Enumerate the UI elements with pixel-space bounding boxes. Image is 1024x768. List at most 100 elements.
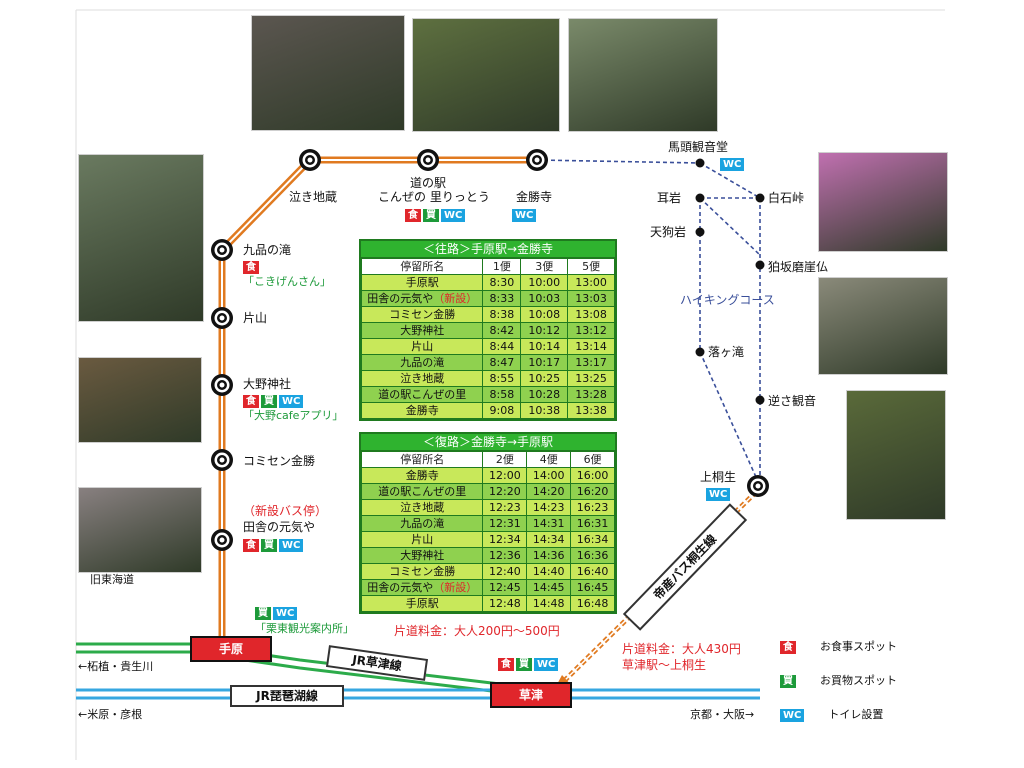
hiking-node [755,260,765,270]
timetable-time: 12:23 [482,499,528,516]
food-badge: 食 [243,261,259,274]
timetable-time: 14:40 [526,563,572,580]
temple-gate-path-photo [412,18,560,132]
timetable-time: 13:14 [567,338,615,355]
stop-label-comisen: コミセン金勝 [243,454,316,468]
bato-badges: WC [720,156,746,171]
timetable-header-cell: 停留所名 [360,258,484,275]
timetable-time: 14:48 [526,595,572,612]
node-label-sasaka: 狛坂磨崖仏 [768,260,829,274]
wc-badge: WC [534,658,559,671]
hiking-course-label: ハイキングコース [680,293,775,307]
timetable-stop-name: 田舎の元気や（新設） [360,579,484,596]
shop-badge: 買 [516,658,532,671]
node-label-ochigataki: 落ヶ滝 [708,345,745,359]
fare-teisan-bus: 片道料金：大人430円 [622,642,741,656]
timetable-time: 13:25 [567,370,615,387]
timetable-header-cell: 6便 [570,451,615,468]
timetable-stop-name: 道の駅こんぜの里 [360,386,484,403]
timetable-time: 12:45 [482,579,528,596]
shop-badge: 買 [780,675,796,688]
ohno-cafe-name: 「大野cafeアプリ」 [243,409,344,422]
timetable-stop-name: コミセン金勝 [360,306,484,323]
timetable-time: 16:40 [570,563,615,580]
node-label-bato: 馬頭観音堂 [668,140,729,154]
shop-badge: 買 [423,209,439,222]
timetable-time: 10:08 [520,306,569,323]
food-badge: 食 [780,641,796,654]
timetable-stop-name: 泣き地蔵 [360,370,484,387]
timetable-time: 13:28 [567,386,615,403]
wc-badge: WC [706,488,731,501]
timetable-time: 8:33 [482,290,522,307]
timetable-time: 14:20 [526,483,572,500]
timetable-time: 12:20 [482,483,528,500]
azalea-photo [818,152,948,252]
bus-stop-marker [219,247,225,253]
stop-label-konshoji: 金勝寺 [516,190,553,204]
waterfall-photo [78,154,204,322]
kamikiryu-badges: WC [706,486,732,501]
hiking-node [695,347,705,357]
node-label-kamikiryu: 上桐生 [700,470,737,484]
timetable-time: 14:36 [526,547,572,564]
timetable-time: 14:23 [526,499,572,516]
legend-text: お買物スポット [820,674,897,687]
timetable-time: 12:34 [482,531,528,548]
shop-badge: 買 [261,539,277,552]
timetable-time: 16:23 [570,499,615,516]
stop-label-michinoeki-sub: こんぜの 里りっとう [378,190,490,204]
timetable-time: 12:31 [482,515,528,532]
timetable-time: 12:40 [482,563,528,580]
wc-badge: WC [512,209,537,222]
timetable-stop-name: 金勝寺 [360,467,484,484]
wc-badge: WC [780,709,805,722]
timetable-time: 10:17 [520,354,569,371]
hiking-node [695,193,705,203]
timetable-time: 14:31 [526,515,572,532]
konshoji-badges: WC [512,207,538,222]
bus-stop-marker [219,315,225,321]
timetable-time: 14:34 [526,531,572,548]
legend-item-shop: 買 お買物スポット [780,672,897,688]
food-badge: 食 [243,539,259,552]
node-label-sakasa: 逆さ観音 [768,394,817,408]
kusatsu-station: 草津 [490,682,572,708]
timetable-time: 16:45 [570,579,615,596]
timetable-time: 14:00 [526,467,572,484]
timetable-stop-name: 大野神社 [360,322,484,339]
timetable-time: 8:42 [482,322,522,339]
timetable-header-cell: 5便 [567,258,615,275]
node-label-mimiiwa: 耳岩 [657,191,682,205]
timetable-time: 10:00 [520,274,569,291]
timetable-time: 16:36 [570,547,615,564]
old-tokaido-caption: 旧東海道 [90,573,134,586]
timetable-stop-name: 田舎の元気や（新設） [360,290,484,307]
timetable-stop-name: 手原駅 [360,274,484,291]
shrine-photo [78,357,202,443]
timetable-time: 12:36 [482,547,528,564]
bus-stop-marker [755,483,761,489]
hiking-trails [536,159,761,487]
bus-stops [211,149,769,551]
hiking-nodes [695,158,765,405]
shop-badge: 買 [255,607,271,620]
timetable-stop-name: 片山 [360,531,484,548]
timetable-header-cell: 3便 [520,258,569,275]
fare-konze-bus: 片道料金：大人200円〜500円 [394,624,560,638]
timetable-stop-name: 手原駅 [360,595,484,612]
timetable-time: 16:20 [570,483,615,500]
